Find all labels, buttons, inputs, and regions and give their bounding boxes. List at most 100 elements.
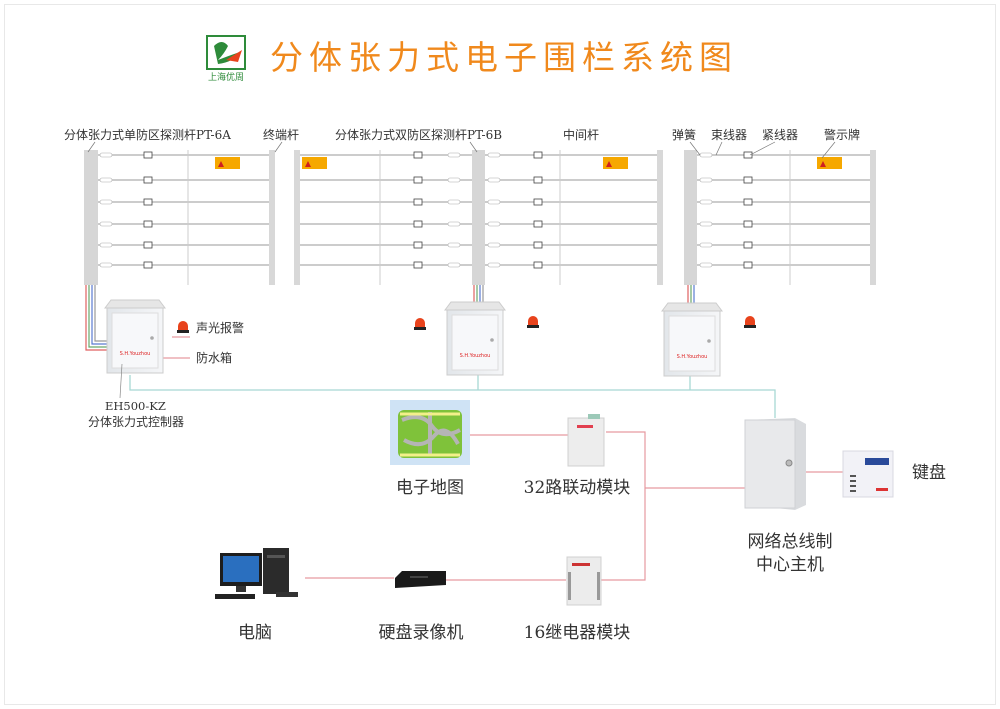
spring <box>699 199 713 205</box>
box-door <box>111 312 159 369</box>
label-host-line1: 网络总线制 <box>748 532 833 552</box>
spring <box>447 221 461 227</box>
label-keyboard: 键盘 <box>912 463 946 483</box>
detection-post <box>84 150 98 285</box>
page-frame <box>4 4 996 705</box>
spring <box>487 152 501 158</box>
tensioner <box>743 198 753 206</box>
tensioner <box>743 220 753 228</box>
tensioner <box>143 151 153 159</box>
alarm-dome <box>415 318 425 327</box>
tensioner <box>143 261 153 269</box>
warning-sign <box>302 157 327 169</box>
spring <box>487 242 501 248</box>
spring <box>699 242 713 248</box>
box-door <box>668 315 716 372</box>
tensioner <box>413 261 423 269</box>
tensioner <box>533 241 543 249</box>
company-logo: 上海优周 <box>206 35 246 83</box>
tensioner <box>533 176 543 184</box>
keyboard-device[interactable] <box>842 450 894 498</box>
tensioner <box>533 220 543 228</box>
spring <box>99 152 113 158</box>
box-brand: S.H.Youzhou <box>120 351 151 357</box>
tensioner <box>533 261 543 269</box>
detection-post <box>472 150 485 285</box>
tensioner <box>533 151 543 159</box>
tensioner <box>143 176 153 184</box>
spring <box>487 221 501 227</box>
central-host <box>744 418 806 510</box>
warning-sign <box>603 157 628 169</box>
bus-line <box>129 375 776 418</box>
post-cables <box>85 285 695 351</box>
label-end-post: 终端杆 <box>263 127 299 142</box>
end-post <box>870 150 876 285</box>
spring <box>487 199 501 205</box>
label-controller-model: EH500-KZ <box>105 399 166 413</box>
box-roof <box>661 302 723 312</box>
label-single-post: 分体张力式单防区探测杆PT-6A <box>64 127 231 142</box>
spring <box>699 221 713 227</box>
tensioner <box>743 151 753 159</box>
waterproof-controller-box: S.H.Youzhou <box>104 299 166 374</box>
spring <box>99 242 113 248</box>
label-wire-binder: 束线器 <box>711 128 747 142</box>
alarm-light-icon <box>527 316 539 328</box>
box-brand: S.H.Youzhou <box>677 354 708 360</box>
spring <box>99 177 113 183</box>
spring <box>447 242 461 248</box>
end-post <box>657 150 663 285</box>
label-spring: 弹簧 <box>672 127 696 142</box>
spring <box>99 262 113 268</box>
label-emap: 电子地图 <box>396 478 464 498</box>
alarm-base <box>527 325 539 328</box>
logo-text: 上海优周 <box>208 71 244 83</box>
tensioner <box>413 151 423 159</box>
label-middle-post: 中间杆 <box>563 127 599 142</box>
tensioner <box>413 220 423 228</box>
relay-module <box>566 556 602 606</box>
label-double-post: 分体张力式双防区探测杆PT-6B <box>335 127 502 142</box>
alarm-light-icon <box>414 318 426 330</box>
leader-lines <box>87 141 836 159</box>
waterproof-controller-box: S.H.Youzhou <box>444 301 506 376</box>
end-post <box>269 150 275 285</box>
detection-post <box>684 150 697 285</box>
emap-image[interactable] <box>390 400 470 465</box>
tensioner <box>743 261 753 269</box>
tensioner <box>533 198 543 206</box>
spring <box>447 199 461 205</box>
page-title: 分体张力式电子围栏系统图 <box>270 38 738 77</box>
spring <box>447 177 461 183</box>
spring <box>487 262 501 268</box>
label-computer: 电脑 <box>238 623 272 643</box>
tensioner <box>143 241 153 249</box>
spring <box>699 177 713 183</box>
box-door <box>451 314 499 371</box>
tensioner <box>143 220 153 228</box>
fence <box>84 150 876 285</box>
alarm-base <box>414 327 426 330</box>
box-roof <box>104 299 166 309</box>
warning-triangle-icon <box>606 161 612 167</box>
warning-triangle-icon <box>820 161 826 167</box>
tensioner <box>143 198 153 206</box>
spring <box>99 199 113 205</box>
alarm-base <box>177 330 189 333</box>
spring <box>99 221 113 227</box>
label-controller-name: 分体张力式控制器 <box>88 415 184 429</box>
label-linkage-module: 32路联动模块 <box>524 478 631 498</box>
lock-icon <box>490 338 494 342</box>
computer[interactable] <box>215 548 298 599</box>
alarm-light-icon <box>744 316 756 328</box>
warning-triangle-icon <box>218 161 224 167</box>
lock-icon <box>707 339 711 343</box>
label-waterproof-box: 防水箱 <box>196 350 232 365</box>
alarm-base <box>744 325 756 328</box>
warning-triangle-icon <box>305 161 311 167</box>
alarm-light-icon <box>177 321 189 333</box>
warning-sign <box>215 157 240 169</box>
label-tensioner: 紧线器 <box>762 128 798 142</box>
box-roof <box>444 301 506 311</box>
